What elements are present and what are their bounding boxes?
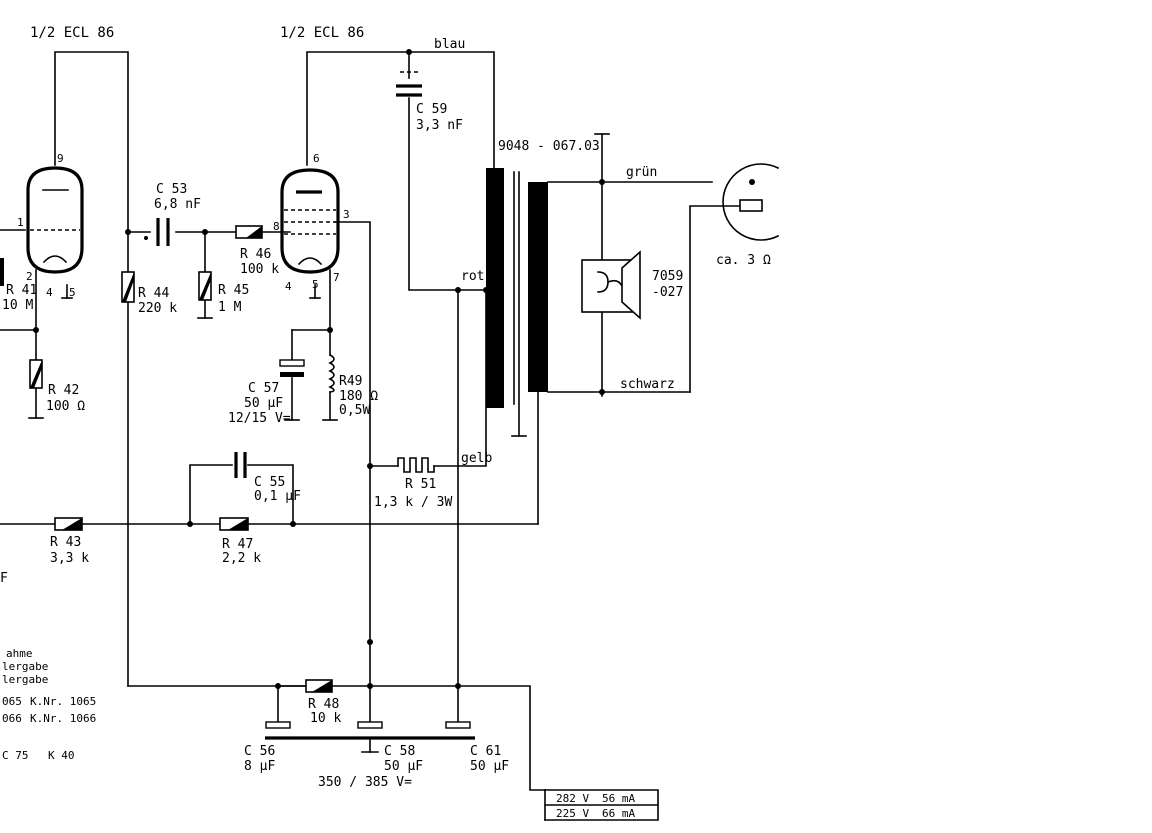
r41-name: R 41 — [6, 283, 37, 298]
tube-left-symbol — [26, 166, 84, 274]
output-transformer — [486, 168, 548, 408]
c56-value: 8 µF — [244, 759, 275, 774]
r41-value: 10 M — [2, 298, 33, 313]
wire-color-gruen: grün — [626, 165, 657, 180]
resistor-symbols — [0, 225, 435, 693]
c53-name: C 53 — [156, 182, 187, 197]
capacitor-symbols — [144, 71, 471, 729]
c59-value: 3,3 nF — [416, 118, 463, 133]
r49-name: R49 — [339, 374, 362, 389]
left-note-line-5a: 066 — [2, 712, 22, 725]
tube-right-symbol — [280, 168, 340, 274]
wire-color-rot: rot — [461, 269, 484, 284]
pin-5-left-label: 5 — [69, 286, 76, 299]
r46-name: R 46 — [240, 247, 271, 262]
pin-5-right-label: 5 — [312, 278, 319, 291]
r43-name: R 43 — [50, 535, 81, 550]
c61-name: C 61 — [470, 744, 501, 759]
wire-color-blau: blau — [434, 37, 465, 52]
c57-name: C 57 — [248, 381, 279, 396]
c58-value: 50 µF — [384, 759, 423, 774]
left-note-line-1: ahme — [6, 647, 33, 660]
speaker-part: 7059 — [652, 269, 683, 284]
r45-value: 1 M — [218, 300, 242, 315]
r47-name: R 47 — [222, 537, 253, 552]
fragment-f: F — [0, 571, 8, 586]
left-note-line-2: lergabe — [2, 660, 48, 673]
supply-voltage: 350 / 385 V= — [318, 775, 412, 790]
output-socket — [722, 163, 780, 241]
supply-row-1-voltage: 282 V — [556, 792, 589, 805]
c55-name: C 55 — [254, 475, 285, 490]
r48-value: 10 k — [310, 711, 341, 726]
pin-3-label: 3 — [343, 208, 350, 221]
c58-name: C 58 — [384, 744, 415, 759]
left-note-line-6b: K 40 — [48, 749, 75, 762]
pin-8-label: 8 — [273, 220, 280, 233]
speaker-symbol — [581, 250, 641, 320]
c53-value: 6,8 nF — [154, 197, 201, 212]
r44-value: 220 k — [138, 301, 177, 316]
pin-2-label: 2 — [26, 270, 33, 283]
left-note-line-3: lergabe — [2, 673, 48, 686]
supply-row-2-voltage: 225 V — [556, 807, 589, 820]
r44-name: R 44 — [138, 286, 169, 301]
left-note-line-4b: K.Nr. 1065 — [30, 695, 96, 708]
r42-name: R 42 — [48, 383, 79, 398]
pin-6-label: 6 — [313, 152, 320, 165]
wire-color-schwarz: schwarz — [620, 377, 675, 392]
left-note-line-5b: K.Nr. 1066 — [30, 712, 96, 725]
supply-row-1-current: 56 mA — [602, 792, 635, 805]
r51-name: R 51 — [405, 477, 436, 492]
c59-name: C 59 — [416, 102, 447, 117]
r49-power: 0,5W — [339, 403, 370, 418]
c57-value: 50 µF — [244, 396, 283, 411]
r42-value: 100 Ω — [46, 399, 85, 414]
pin-4-left-label: 4 — [46, 286, 53, 299]
pin-1-label: 1 — [17, 216, 24, 229]
pin-4-right-label: 4 — [285, 280, 292, 293]
r48-name: R 48 — [308, 697, 339, 712]
c56-name: C 56 — [244, 744, 275, 759]
r43-value: 3,3 k — [50, 551, 89, 566]
transformer-part-number: 9048 - 067.03 — [498, 139, 600, 154]
tube-left-label: 1/2 ECL 86 — [30, 25, 114, 41]
r46-value: 100 k — [240, 262, 279, 277]
left-note-line-4a: 065 — [2, 695, 22, 708]
r45-name: R 45 — [218, 283, 249, 298]
r51-value: 1,3 k / 3W — [374, 495, 452, 510]
pin-7-label: 7 — [333, 271, 340, 284]
wiring — [0, 51, 741, 821]
r47-value: 2,2 k — [222, 551, 261, 566]
output-impedance: ca. 3 Ω — [716, 253, 771, 268]
c57-voltage: 12/15 V= — [228, 411, 291, 426]
speaker-part-suffix: -027 — [652, 285, 683, 300]
tube-right-label: 1/2 ECL 86 — [280, 25, 364, 41]
wire-color-gelb: gelb — [461, 451, 492, 466]
supply-row-2-current: 66 mA — [602, 807, 635, 820]
left-note-line-6a: C 75 — [2, 749, 29, 762]
pin-9-label: 9 — [57, 152, 64, 165]
c61-value: 50 µF — [470, 759, 509, 774]
r49-value: 180 Ω — [339, 389, 378, 404]
c55-value: 0,1 µF — [254, 489, 301, 504]
